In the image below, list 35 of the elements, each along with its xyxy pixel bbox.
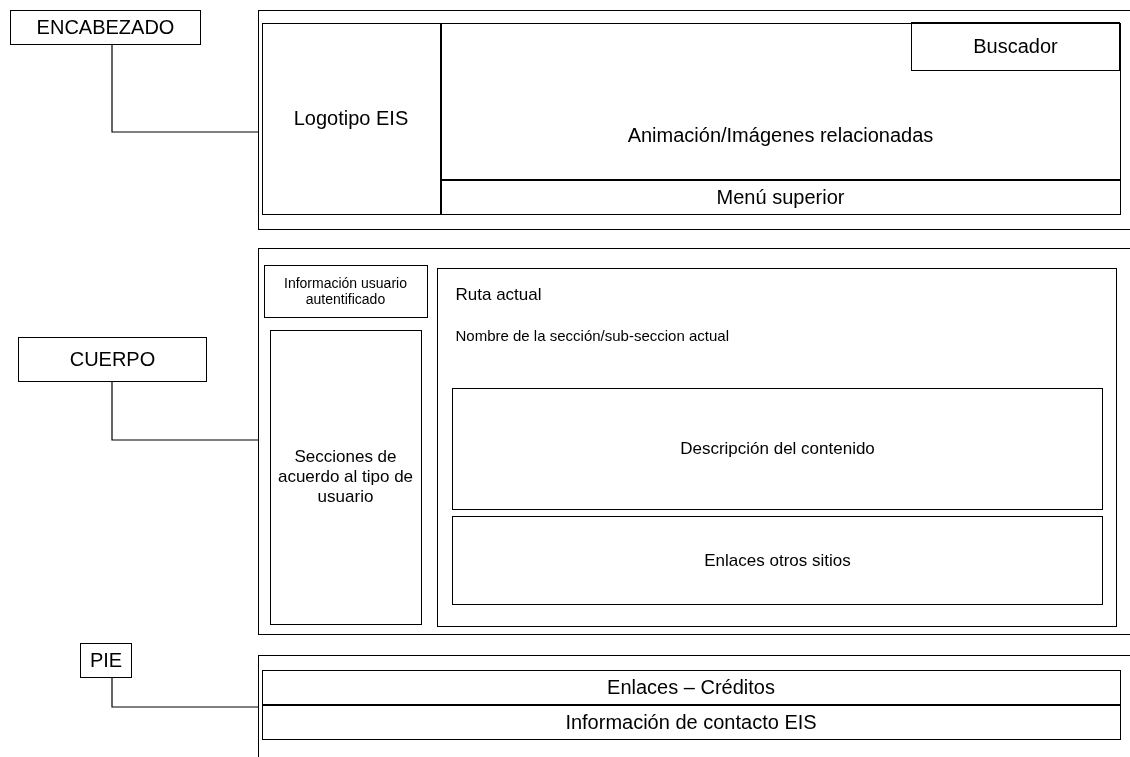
body-frame (258, 248, 1130, 635)
box-label: Ruta actual (455, 284, 542, 305)
content-description-area (452, 388, 1103, 510)
leader-line (111, 44, 259, 133)
sections-menu-area (269, 329, 422, 625)
box-label: PIE (89, 649, 123, 672)
search-area (911, 22, 1120, 71)
section-label-box (18, 337, 207, 382)
leader-line (111, 381, 259, 441)
section-label-box (10, 10, 201, 45)
header-frame (258, 10, 1130, 230)
content-area (436, 267, 1117, 627)
box-label: ENCABEZADO (36, 16, 175, 39)
top-menu-bar (440, 179, 1121, 215)
box-subtitle: Nombre de la sección/sub-seccion actual (455, 326, 729, 344)
box-label: Enlaces – Créditos (607, 675, 775, 699)
external-links-area (452, 516, 1103, 605)
box-label: Descripción del contenido (680, 439, 875, 459)
section-label-box (80, 643, 132, 678)
footer-links-bar (261, 669, 1121, 705)
header-left-panel (261, 22, 441, 215)
box-label: Enlaces otros sitios (704, 550, 851, 571)
box-label: Información de contacto EIS (565, 710, 817, 734)
box-label: Animación/Imágenes relacionadas (627, 123, 934, 147)
box-label: Menú superior (716, 185, 845, 209)
banner-area (440, 22, 1121, 180)
footer-frame (258, 655, 1130, 757)
box-label: CUERPO (69, 348, 156, 371)
user-info-area (263, 264, 428, 318)
box-label: Información usuario autentificado (283, 275, 408, 307)
box-label: Buscador (973, 35, 1058, 58)
box-label: Secciones de acuerdo al tipo de usuario (276, 447, 415, 507)
box-label: Logotipo EIS (293, 107, 409, 130)
leader-line (111, 677, 259, 708)
contact-info-bar (261, 704, 1121, 740)
